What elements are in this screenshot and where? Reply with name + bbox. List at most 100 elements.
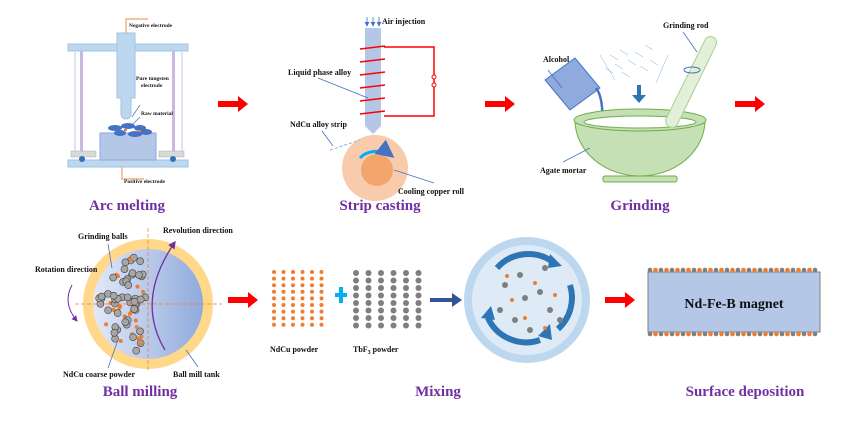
- particle: [365, 292, 372, 299]
- particle: [281, 316, 286, 321]
- ball-mill-tank-label: Ball mill tank: [173, 370, 220, 379]
- particle: [801, 331, 807, 337]
- mixed-particles: [497, 265, 563, 333]
- particle: [390, 322, 397, 329]
- particle: [281, 276, 286, 281]
- particle: [319, 289, 324, 294]
- raw-material: [108, 123, 152, 137]
- particle: [403, 307, 409, 314]
- surface-deposition-panel: Nd-Fe-B magnet Surface deposition: [647, 267, 821, 400]
- particle: [132, 346, 141, 355]
- particle: [128, 269, 137, 277]
- particle: [110, 328, 119, 337]
- coating-particles: [647, 267, 818, 337]
- particle: [300, 270, 305, 274]
- particle: [390, 277, 397, 284]
- particle: [353, 285, 359, 291]
- particle: [557, 317, 563, 323]
- particle: [310, 309, 314, 314]
- particle: [121, 258, 130, 267]
- particle: [812, 331, 818, 337]
- tbf3-powder-label: TbF3 powder: [353, 345, 399, 356]
- particle: [272, 296, 276, 301]
- particle: [291, 283, 295, 288]
- grinding-balls: [95, 253, 150, 355]
- particle: [763, 331, 768, 337]
- particle: [272, 303, 276, 307]
- ndcu-powder-label: NdCu powder: [270, 345, 319, 354]
- ball-milling-panel: Grinding balls Revolution direction Rota…: [35, 226, 233, 400]
- particle: [730, 267, 735, 273]
- particle: [719, 267, 724, 273]
- particle: [680, 331, 686, 337]
- particle: [353, 270, 359, 276]
- particle: [415, 277, 422, 284]
- particle: [310, 289, 314, 294]
- liquid-phase-alloy-label: Liquid phase alloy: [288, 68, 351, 77]
- particle: [128, 257, 133, 262]
- particle: [138, 341, 143, 346]
- grinding-rod: [665, 35, 718, 128]
- particle: [724, 331, 730, 337]
- particle: [702, 267, 708, 273]
- particle: [281, 303, 286, 307]
- magnet-label: Nd-Fe-B magnet: [684, 297, 783, 312]
- induction-coil-icon: [359, 45, 435, 117]
- particle: [319, 283, 324, 288]
- particle: [790, 331, 796, 337]
- particle: [752, 267, 757, 273]
- particle: [353, 277, 359, 284]
- particle: [746, 331, 752, 337]
- flow-arrow-3: [735, 96, 765, 112]
- grinding-rod-label: Grinding rod: [663, 21, 709, 30]
- particle: [664, 267, 669, 273]
- particle: [121, 318, 130, 326]
- particle: [415, 270, 422, 276]
- particle: [310, 270, 314, 274]
- particle: [735, 331, 741, 337]
- rotation-arrows-icon: [485, 250, 575, 346]
- particle: [130, 297, 139, 306]
- particle: [135, 271, 143, 279]
- particle: [378, 285, 384, 291]
- particle: [300, 316, 305, 321]
- particle: [697, 267, 702, 273]
- particle: [390, 292, 397, 299]
- particle: [310, 296, 314, 301]
- agate-mortar: [573, 108, 707, 183]
- particle: [365, 270, 372, 276]
- particle: [680, 267, 686, 273]
- particle: [272, 283, 276, 288]
- tbf3-powder-grid: [353, 270, 422, 329]
- particle: [403, 315, 409, 321]
- particle: [118, 338, 123, 343]
- particle: [319, 276, 324, 281]
- particle: [300, 309, 305, 314]
- particle: [123, 293, 132, 302]
- particle: [719, 331, 724, 337]
- particle: [653, 267, 658, 273]
- particle: [779, 331, 785, 337]
- crucible: [99, 132, 157, 161]
- particle: [647, 267, 653, 273]
- particle: [365, 277, 372, 284]
- positive-electrode-label: Positive electrode: [124, 179, 166, 185]
- particle: [785, 267, 790, 273]
- particle: [403, 270, 409, 276]
- particle: [281, 296, 286, 301]
- particle: [378, 315, 384, 321]
- particle: [272, 316, 276, 321]
- particle: [757, 267, 763, 273]
- particle: [129, 333, 137, 341]
- particle: [730, 331, 735, 337]
- particle: [291, 296, 295, 301]
- particle: [310, 303, 314, 307]
- particle: [300, 283, 305, 288]
- particle: [812, 267, 818, 273]
- particle: [124, 281, 133, 290]
- particle: [547, 307, 553, 313]
- flow-arrows: [218, 96, 765, 308]
- air-injection-label: Air injection: [382, 17, 426, 26]
- particle: [141, 289, 146, 294]
